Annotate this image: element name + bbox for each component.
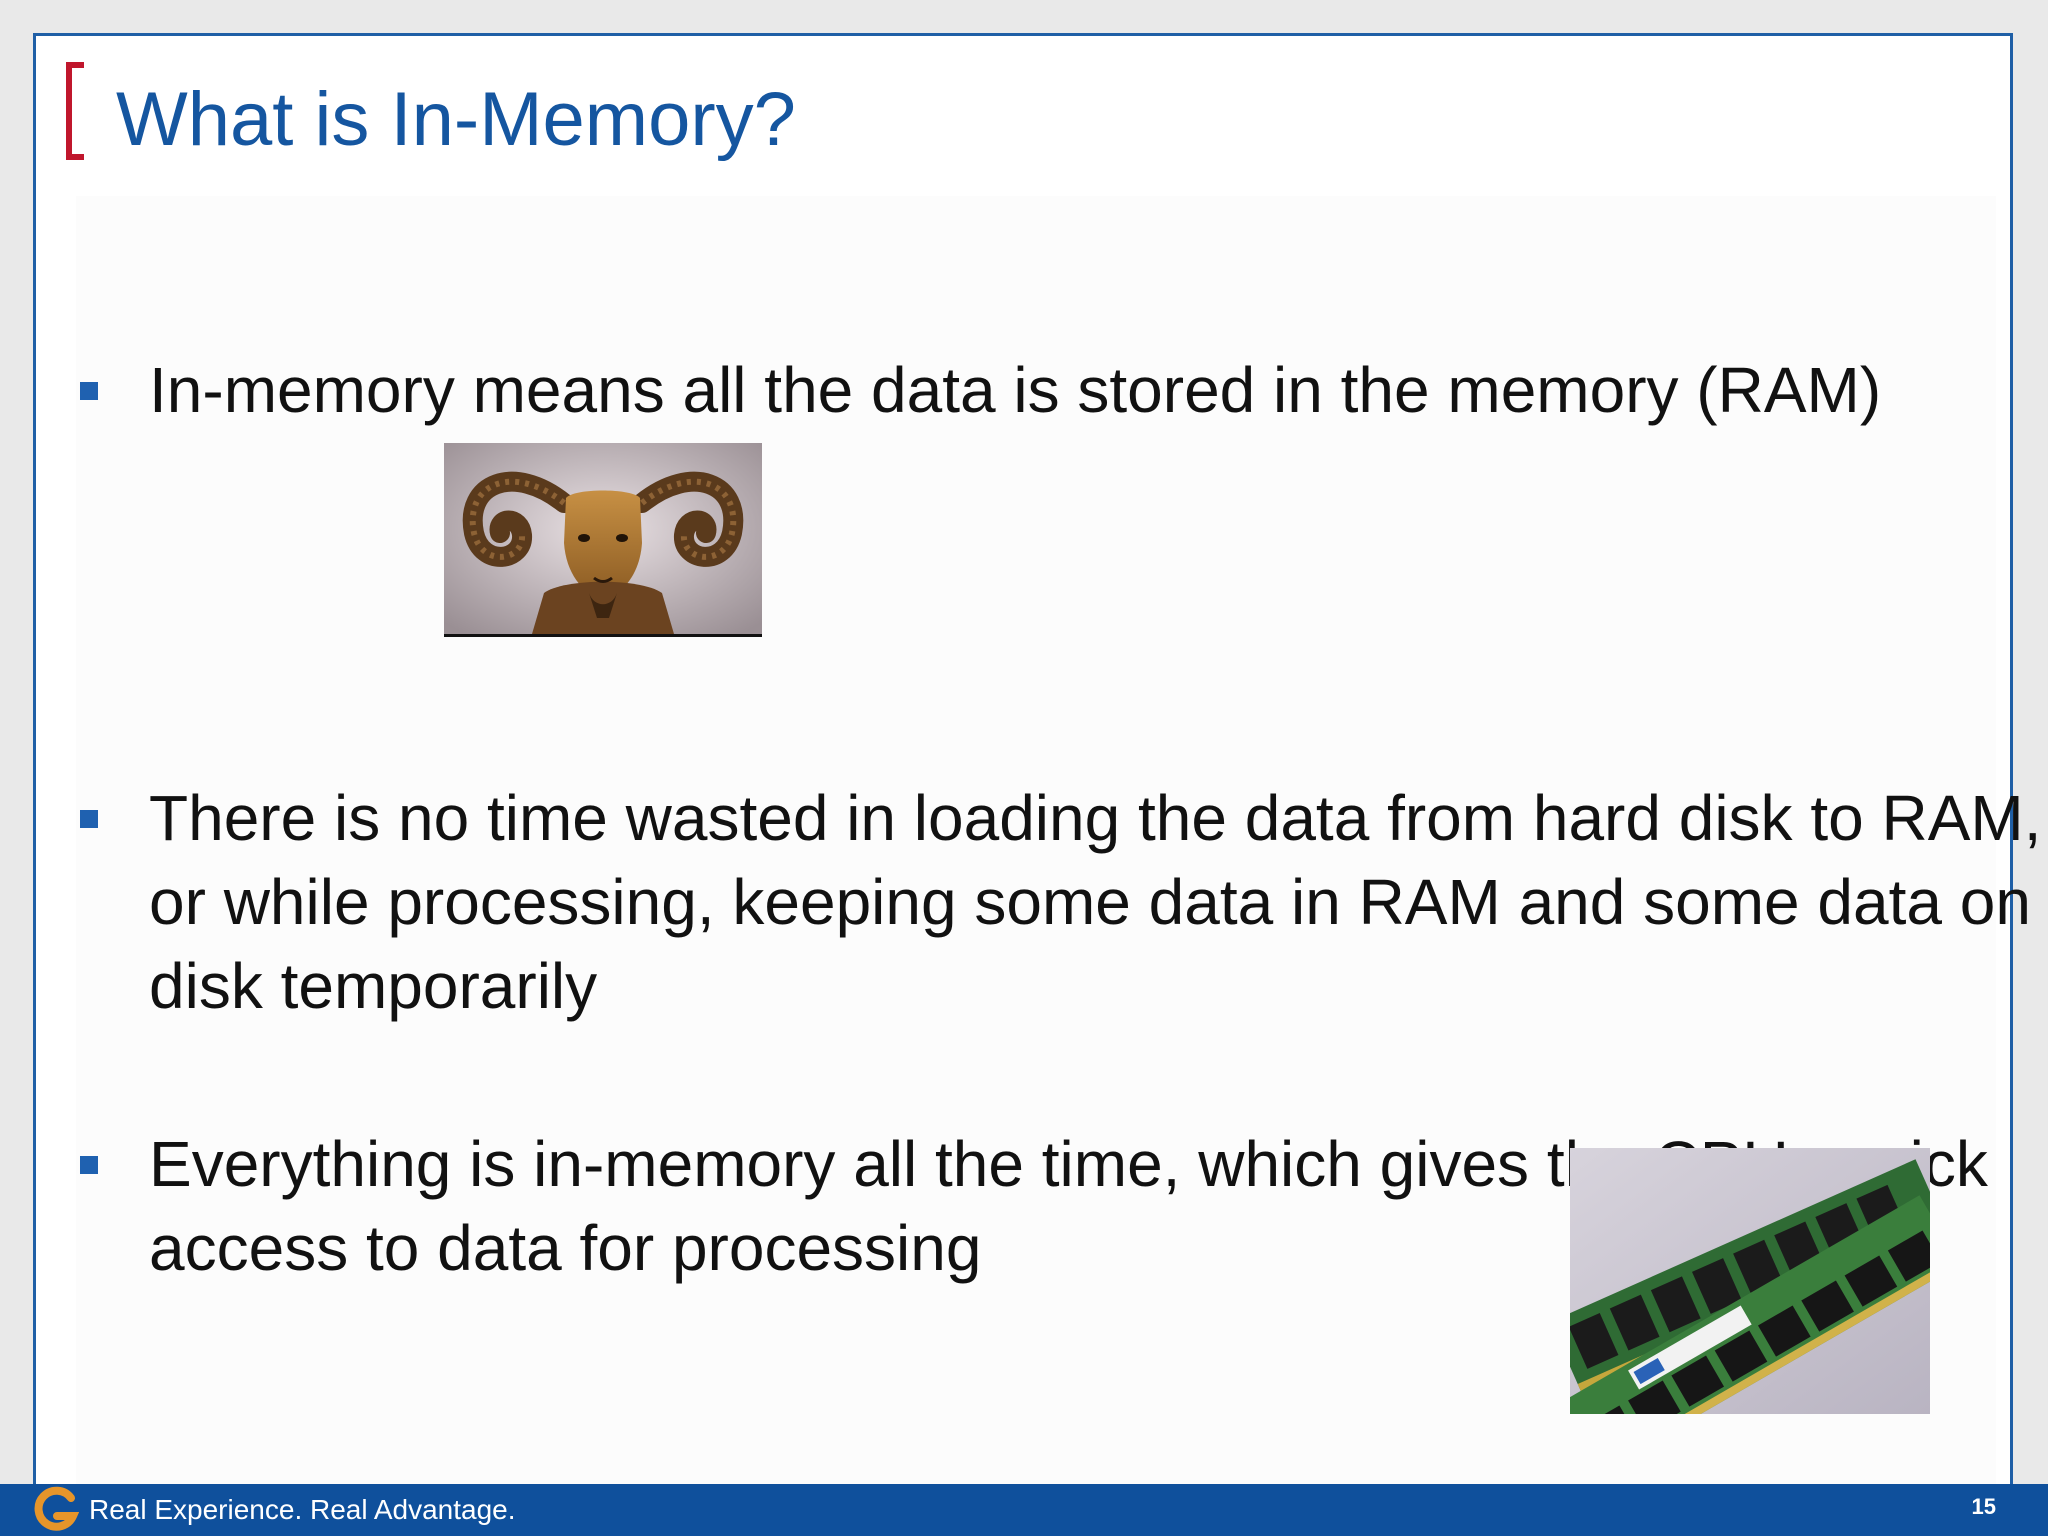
square-bullet-icon — [80, 810, 98, 828]
square-bullet-icon — [80, 382, 98, 400]
title-bracket-icon — [66, 62, 84, 160]
company-logo-icon — [34, 1486, 79, 1531]
bullet-text: In-memory means all the data is stored i… — [149, 354, 1882, 426]
bullet-text: There is no time wasted in loading the d… — [149, 782, 2042, 1022]
ram-head-photo — [444, 443, 762, 637]
footer-tagline: Real Experience. Real Advantage. — [89, 1494, 516, 1525]
slide-title: What is In-Memory? — [116, 77, 796, 162]
memory-module-illustration — [1570, 1148, 1930, 1414]
footer-bar: Real Experience. Real Advantage. 15 — [0, 1484, 2048, 1536]
slide: What is In-Memory? — [33, 33, 2013, 1533]
page-number: 15 — [1971, 1494, 1996, 1519]
ram-head-illustration — [444, 443, 762, 634]
memory-module-photo — [1570, 1148, 1930, 1414]
square-bullet-icon — [80, 1156, 98, 1174]
